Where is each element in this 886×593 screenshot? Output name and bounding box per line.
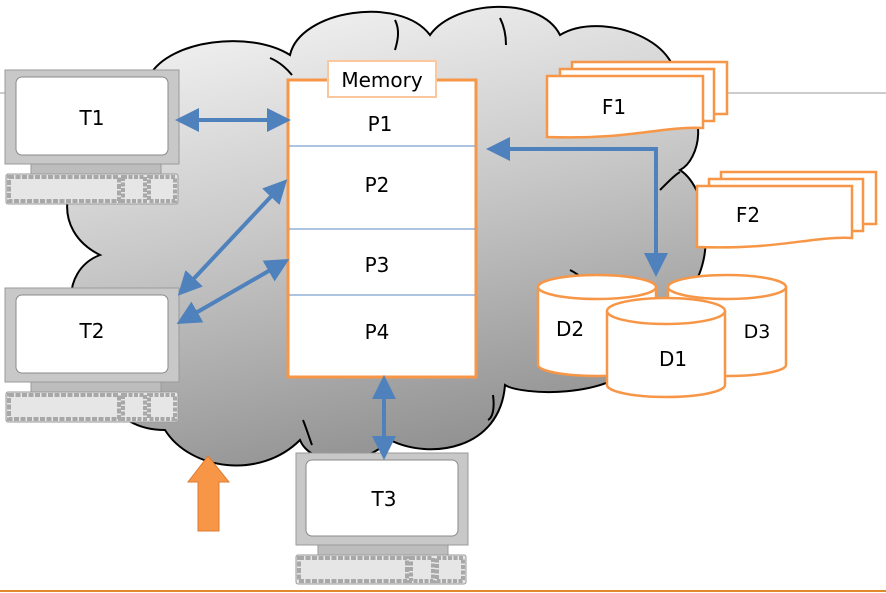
file-label-f1: F1 [602, 95, 626, 119]
terminal-t3: T3 [295, 452, 469, 585]
terminal-label-t1: T1 [79, 106, 105, 130]
memory-title: Memory [341, 68, 423, 92]
disk-label-d3: D3 [744, 321, 771, 343]
keyboard-icon [295, 554, 467, 585]
file-stack-f2: F2 [695, 170, 878, 249]
partition-label-p1: P1 [368, 112, 393, 136]
disk-label-d2: D2 [556, 317, 584, 341]
file-label-f2: F2 [736, 203, 760, 227]
memory-title-box [327, 60, 437, 98]
file-stack-f1: F1 [545, 60, 729, 139]
disk-d1: D1 [605, 296, 727, 399]
arrow-t2-p3 [176, 259, 290, 324]
disk-label-d1: D1 [659, 347, 687, 371]
connection-arrows [175, 108, 668, 460]
keyboard-icon [5, 391, 179, 423]
keyboard-icon [5, 173, 179, 205]
partition-label-p2: P2 [365, 173, 390, 197]
terminal-t2: T2 [4, 287, 180, 423]
arrow-disk-to-memory [486, 137, 668, 277]
terminal-t1: T1 [4, 69, 180, 205]
up-arrow-icon [186, 455, 231, 532]
partition-label-p3: P3 [365, 253, 390, 277]
memory-block: Memory P1 P2 P3 P4 [286, 60, 478, 379]
terminal-label-t2: T2 [79, 319, 105, 343]
partition-label-p4: P4 [365, 320, 390, 344]
terminal-label-t3: T3 [371, 487, 397, 511]
